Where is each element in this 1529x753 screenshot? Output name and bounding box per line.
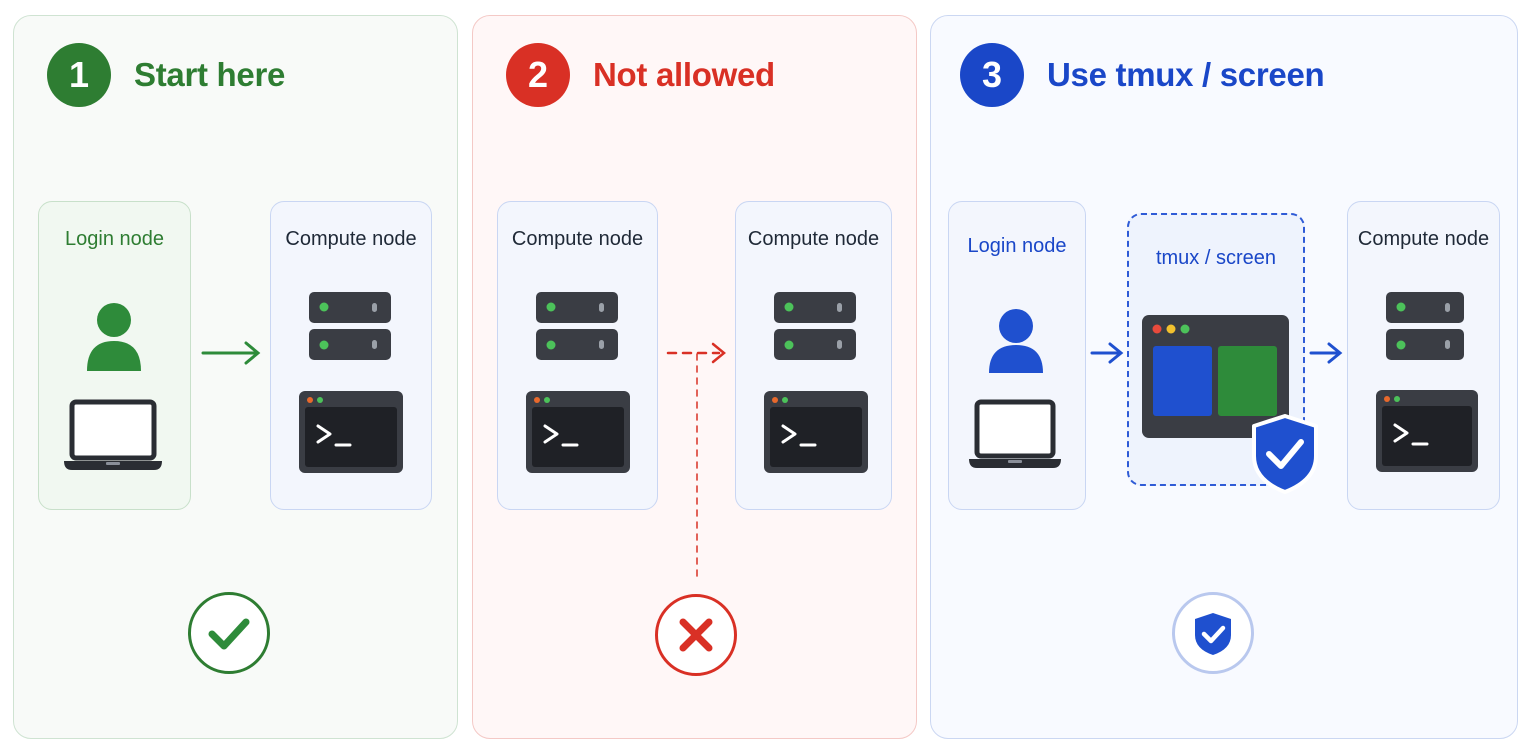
step-title-3: Use tmux / screen [1047, 56, 1325, 93]
login-node-label: Login node [967, 235, 1067, 257]
arrow-right-icon [1309, 342, 1343, 364]
x-circle-icon [655, 594, 737, 676]
login-node-box: Login node [948, 201, 1086, 510]
step-number-3: 3 [960, 43, 1024, 107]
arrow-right-icon [201, 341, 261, 365]
step-number-2: 2 [506, 43, 570, 107]
target-compute-node-label: Compute node [747, 228, 880, 250]
tmux-screen-label: tmux / screen [1155, 247, 1277, 269]
compute-node-label: Compute node [285, 228, 417, 250]
panel-use-tmux-screen: 3 Use tmux / screen Login node tmux / sc… [930, 15, 1518, 739]
compute-node-box: Compute node [1347, 201, 1500, 510]
compute-node-box: Compute node [270, 201, 432, 510]
check-circle-icon [188, 592, 270, 674]
shield-circle-icon [1172, 592, 1254, 674]
panel-start-here: 1 Start here Login node Compute node [13, 15, 458, 739]
source-compute-node-label: Compute node [511, 228, 644, 250]
dashed-arrow-icon [666, 342, 726, 579]
tmux-screen-session-box: tmux / screen [1127, 213, 1305, 486]
panel-not-allowed: 2 Not allowed Compute node Compute node [472, 15, 917, 739]
compute-node-label: Compute node [1357, 228, 1490, 250]
step-title-2: Not allowed [593, 56, 775, 93]
source-compute-node-box: Compute node [497, 201, 658, 510]
step-number-1: 1 [47, 43, 111, 107]
login-node-box: Login node [38, 201, 191, 510]
target-compute-node-box: Compute node [735, 201, 892, 510]
login-node-label: Login node [65, 228, 164, 250]
arrow-right-icon [1090, 342, 1124, 364]
step-title-1: Start here [134, 56, 286, 93]
